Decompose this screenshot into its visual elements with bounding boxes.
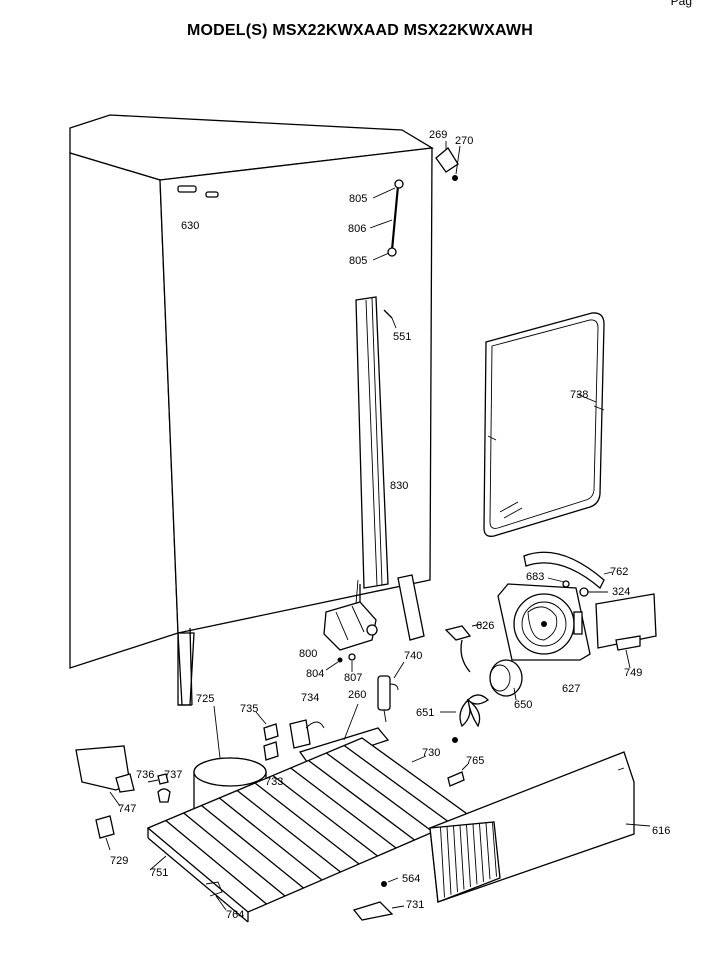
- coil-tube: [201, 804, 304, 889]
- screw-part: [383, 309, 397, 329]
- coil-tube: [236, 789, 341, 873]
- part-label-733: 733: [265, 776, 283, 788]
- control-board-part: [595, 593, 657, 669]
- fan-motor-part: [489, 659, 523, 701]
- part-label-805: 805: [349, 193, 367, 205]
- coil-tube: [254, 782, 360, 865]
- page-corner-text: Pag: [670, 0, 692, 8]
- drain-tube-part: [369, 179, 404, 261]
- base-pan-part: [147, 828, 249, 923]
- part-label-764: 764: [226, 909, 244, 921]
- grille-slat: [485, 823, 491, 880]
- part-label-270: 270: [455, 135, 473, 147]
- part-label-737: 737: [164, 769, 182, 781]
- refrigerator-cabinet: [69, 114, 434, 706]
- coil-tube: [308, 759, 415, 841]
- coil-tube: [272, 774, 378, 857]
- part-label-729: 729: [110, 855, 128, 867]
- part-label-650: 650: [514, 699, 532, 711]
- grille-slat: [459, 825, 465, 890]
- damper-assembly-part: [323, 579, 378, 651]
- part-label-751: 751: [150, 867, 168, 879]
- fan-blade-part: [440, 694, 490, 743]
- part-label-806: 806: [348, 223, 366, 235]
- cord-part: [444, 623, 483, 673]
- relay-overload-parts: [255, 711, 325, 761]
- tube-762-part: [523, 551, 613, 597]
- part-label-551: 551: [393, 331, 411, 343]
- part-label-269: 269: [429, 129, 447, 141]
- part-label-627: 627: [562, 683, 580, 695]
- bracket-747-part: [75, 745, 135, 807]
- coil-tube: [325, 752, 434, 833]
- grille-slat: [446, 826, 452, 895]
- part-label-805: 805: [349, 255, 367, 267]
- grille-slat: [492, 822, 497, 877]
- coil-tube: [290, 767, 397, 849]
- small-fasteners: [325, 653, 356, 672]
- part-label-762: 762: [610, 566, 628, 578]
- grille-slat: [479, 823, 484, 882]
- heater-part: [377, 661, 405, 723]
- part-label-736: 736: [136, 769, 154, 781]
- fan-bracket-part: [497, 583, 591, 661]
- part-label-738: 738: [570, 389, 588, 401]
- coil-tube: [183, 812, 286, 897]
- part-label-731: 731: [406, 899, 424, 911]
- part-label-735: 735: [240, 703, 258, 715]
- part-label-804: 804: [306, 668, 324, 680]
- part-label-730: 730: [422, 747, 440, 759]
- part-label-800: 800: [299, 648, 317, 660]
- part-label-324: 324: [612, 586, 630, 598]
- grille-slat: [440, 827, 445, 898]
- screws-clips-parts: [205, 877, 405, 921]
- part-label-630: 630: [181, 220, 199, 232]
- model-title: MODEL(S) MSX22KWXAAD MSX22KWXAWH: [187, 22, 533, 39]
- part-label-740: 740: [404, 650, 422, 662]
- grille-slat: [466, 824, 471, 888]
- part-label-749: 749: [624, 667, 642, 679]
- part-label-564: 564: [402, 873, 420, 885]
- rear-grille-part: [429, 751, 651, 903]
- part-labels: 269 270 630 805 806 805 551 738 830 762 683 324 626 8…: [110, 129, 670, 921]
- coil-tube: [165, 819, 267, 905]
- part-label-626: 626: [476, 620, 494, 632]
- part-label-807: 807: [344, 672, 362, 684]
- coil-tube: [218, 797, 323, 881]
- fitting-part: [435, 141, 461, 181]
- condenser-coil-part: [146, 737, 472, 913]
- part-label-683: 683: [526, 571, 544, 583]
- part-label-616: 616: [652, 825, 670, 837]
- part-label-765: 765: [466, 755, 484, 767]
- part-label-830: 830: [390, 480, 408, 492]
- grille-slat: [472, 824, 478, 885]
- compressor-part: [193, 705, 275, 843]
- part-label-260: 260: [348, 689, 366, 701]
- grille-slat: [453, 826, 458, 893]
- fastener-765-part: [447, 763, 469, 787]
- misc-small-parts: [95, 773, 171, 851]
- part-label-725: 725: [196, 693, 214, 705]
- part-label-747: 747: [118, 803, 136, 815]
- part-label-734: 734: [301, 692, 319, 704]
- part-label-651: 651: [416, 707, 434, 719]
- gasket-part: [483, 312, 605, 537]
- coil-tube: [343, 744, 452, 825]
